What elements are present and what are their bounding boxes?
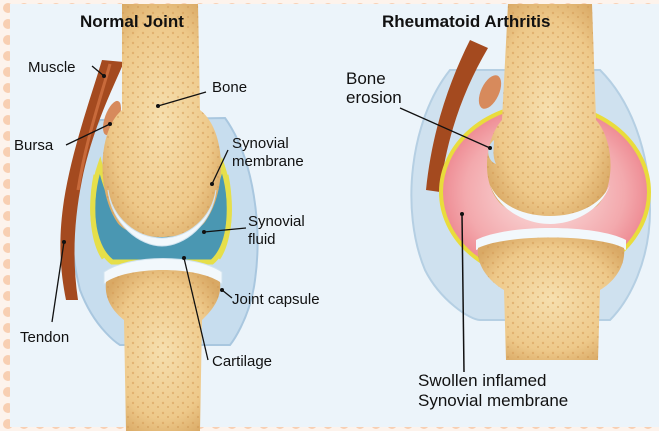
label-bursa: Bursa bbox=[14, 137, 54, 154]
rheumatoid-arthritis-title: Rheumatoid Arthritis bbox=[382, 12, 550, 31]
label-bone-erosion-1: Bone bbox=[346, 69, 386, 88]
label-bone-erosion-2: erosion bbox=[346, 88, 402, 107]
normal-joint-title: Normal Joint bbox=[80, 12, 184, 31]
label-muscle: Muscle bbox=[28, 59, 76, 76]
label-synovial-membrane-1: Synovial bbox=[232, 135, 289, 152]
label-swollen-1: Swollen inflamed bbox=[418, 371, 547, 390]
label-synovial-fluid-1: Synovial bbox=[248, 213, 305, 230]
label-bone: Bone bbox=[212, 79, 247, 96]
label-synovial-fluid-2: fluid bbox=[248, 231, 276, 248]
label-swollen-2: Synovial membrane bbox=[418, 391, 568, 410]
label-synovial-membrane-2: membrane bbox=[232, 153, 304, 170]
label-tendon: Tendon bbox=[20, 329, 69, 346]
label-cartilage: Cartilage bbox=[212, 353, 272, 370]
label-joint-capsule: Joint capsule bbox=[232, 291, 320, 308]
